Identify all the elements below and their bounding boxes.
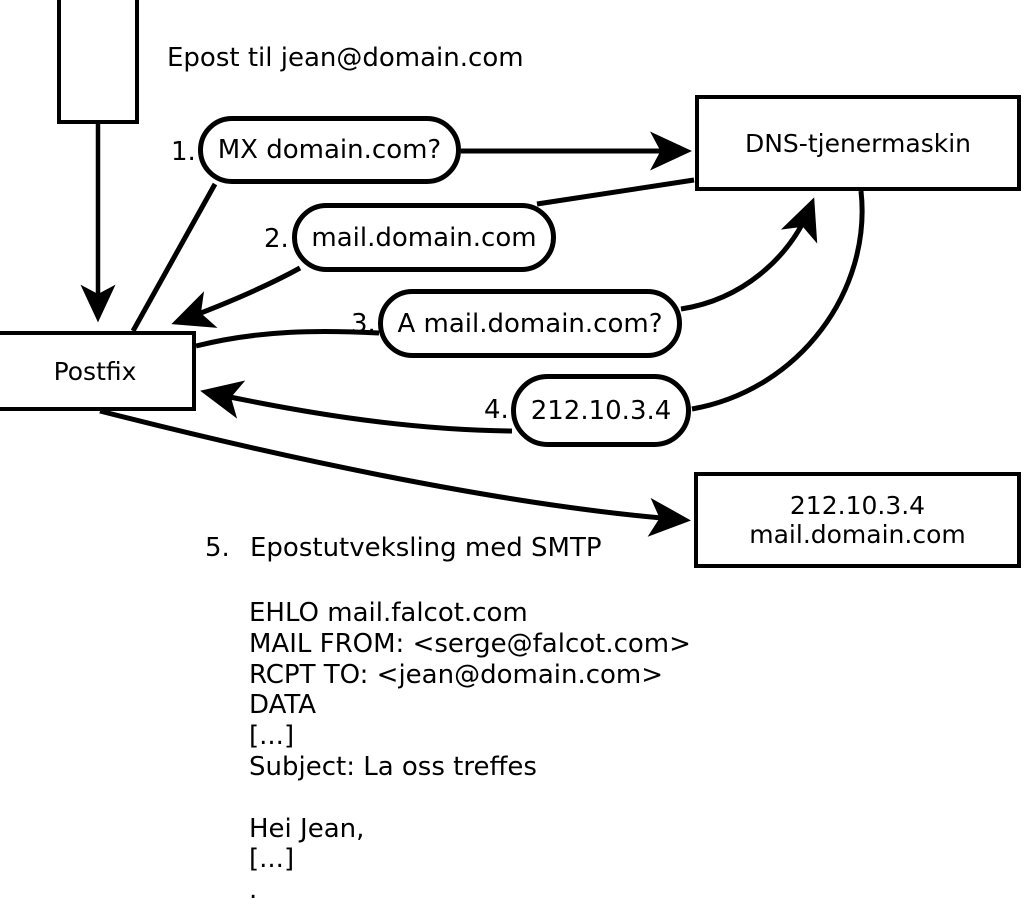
step-1-number: 1. [171, 137, 196, 167]
step-1-bubble[interactable]: MX domain.com? [198, 116, 461, 184]
node-dns-server[interactable]: DNS-tjenermaskin [695, 95, 1021, 191]
step-4-bubble[interactable]: 212.10.3.4 [511, 374, 691, 447]
arrow-step4-to-postfix [200, 380, 513, 434]
step-3-label: A mail.domain.com? [397, 308, 663, 339]
smtp-line: [...] [249, 721, 295, 752]
node-client[interactable] [57, 0, 139, 124]
step-4-number: 4. [484, 395, 509, 425]
smtp-line: [...] [249, 844, 295, 875]
smtp-line: RCPT TO: <jean@domain.com> [249, 659, 664, 690]
smtp-line: Subject: La oss treffes [249, 751, 537, 782]
smtp-line: . [249, 875, 258, 906]
step-1-label: MX domain.com? [217, 135, 442, 165]
arrow-step2-to-postfix [171, 265, 302, 328]
step-5-label: Epostutveksling med SMTP [250, 533, 602, 563]
arrow-step3-to-dns [680, 197, 818, 312]
smtp-blank-line [249, 783, 691, 814]
caption-email-to: Epost til jean@domain.com [167, 43, 524, 73]
smtp-line: Hei Jean, [249, 813, 365, 844]
node-postfix-label: Postfix [53, 356, 137, 386]
step-3-number: 3. [351, 309, 376, 339]
line-postfix-to-step1 [130, 182, 218, 333]
step-4-label: 212.10.3.4 [530, 395, 672, 426]
step-2-bubble[interactable]: mail.domain.com [292, 203, 556, 272]
step-2-label: mail.domain.com [311, 222, 537, 253]
node-mail-server-host: mail.domain.com [749, 520, 966, 549]
line-dns-to-step2 [536, 177, 695, 207]
node-dns-label: DNS-tjenermaskin [744, 128, 971, 158]
node-mail-server[interactable]: 212.10.3.4 mail.domain.com [694, 472, 1021, 568]
smtp-line: MAIL FROM: <serge@falcot.com> [249, 628, 691, 659]
smtp-line: EHLO mail.falcot.com [249, 598, 528, 628]
step-3-bubble[interactable]: A mail.domain.com? [378, 289, 682, 358]
node-postfix[interactable]: Postfix [0, 331, 196, 411]
step-5-number: 5. [205, 533, 230, 563]
smtp-line: DATA [249, 690, 316, 721]
step-2-number: 2. [264, 224, 289, 254]
line-dns-to-step4 [691, 190, 865, 412]
node-mail-server-ip: 212.10.3.4 [789, 491, 926, 520]
